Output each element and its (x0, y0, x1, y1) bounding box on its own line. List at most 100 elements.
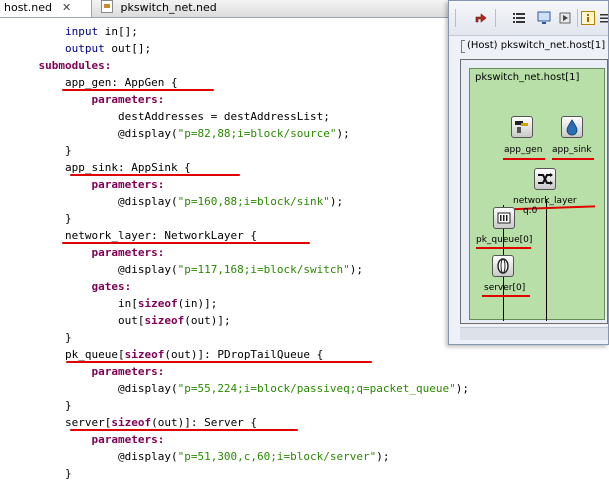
code-token: "p=117,168;i=block/switch" (177, 263, 350, 276)
close-icon[interactable]: ✕ (62, 1, 72, 14)
menu-icon[interactable] (597, 10, 608, 26)
annotation-underline (70, 174, 240, 176)
code-token: input (64, 25, 99, 38)
compound-module-host[interactable]: pkswitch_net.host[1] app_gen app_sink ne… (469, 68, 605, 321)
code-token: sizeof (124, 348, 165, 361)
code-token: "p=55,224;i=block/passiveq;q=packet_queu… (177, 382, 456, 395)
code-line: @display("p=55,224;i=block/passiveq;q=pa… (12, 380, 469, 397)
code-line: gates: (12, 278, 131, 295)
code-token: parameters: (91, 365, 165, 378)
tab-pkswitch-net-ned[interactable]: pkswitch_net.ned (97, 0, 237, 17)
code-token: parameters: (91, 246, 165, 259)
code-token: (out)]; (184, 314, 231, 327)
code-token: network_layer: NetworkLayer { (12, 229, 258, 242)
monitor-icon[interactable] (536, 10, 552, 26)
annotation-underline (503, 158, 545, 160)
annotation-underline (62, 242, 310, 244)
toolbar-separator (495, 9, 496, 27)
code-line: } (12, 465, 72, 482)
code-token: @display( (12, 195, 178, 208)
breadcrumb[interactable]: (Host) pkswitch_net.host[1] (467, 40, 606, 51)
code-token: (out)]: Server { (151, 416, 258, 429)
code-line: parameters: (12, 91, 164, 108)
canvas-scrollbar[interactable] (460, 327, 608, 340)
code-token: submodules: (38, 59, 112, 72)
annotation-underline (66, 361, 372, 363)
code-token: } (12, 399, 72, 412)
module-canvas[interactable]: pkswitch_net.host[1] app_gen app_sink ne… (460, 59, 608, 324)
code-line: @display("p=160,88;i=block/sink"); (12, 193, 343, 210)
code-line: input in[]; (12, 23, 138, 40)
red-arrow-up-icon[interactable] (473, 10, 489, 26)
app-gen-label: app_gen (504, 145, 543, 155)
code-line: destAddresses = destAddressList; (12, 108, 330, 125)
code-token: sizeof (144, 314, 185, 327)
app-sink-node-icon[interactable] (561, 116, 583, 138)
code-token (12, 42, 65, 55)
code-token: sizeof (111, 416, 152, 429)
tab-label-pkswitch-net-ned: pkswitch_net.ned (120, 1, 217, 14)
code-token: ); (349, 263, 364, 276)
code-token (12, 25, 65, 38)
graphical-view-panel: (Host) pkswitch_net.host[1] pkswitch_net… (448, 0, 609, 345)
code-line: out[sizeof(out)]; (12, 312, 231, 329)
info-icon[interactable] (580, 10, 596, 26)
code-token (12, 246, 91, 259)
code-token (12, 178, 91, 191)
toolbar-separator (455, 9, 456, 27)
code-token: "p=160,88;i=block/sink" (177, 195, 330, 208)
code-line: server[sizeof(out)]: Server { (12, 414, 257, 431)
code-token: @display( (12, 450, 178, 463)
code-line: parameters: (12, 363, 164, 380)
code-line: } (12, 329, 72, 346)
annotation-underline (476, 247, 531, 249)
network-layer-node-icon[interactable] (534, 168, 556, 190)
code-line: submodules: (12, 57, 112, 74)
network-layer-label: network_layer (513, 196, 577, 206)
code-token: gates: (91, 280, 132, 293)
app-gen-node-icon[interactable] (511, 116, 533, 138)
list-icon[interactable] (511, 10, 527, 26)
toolbar-separator (577, 9, 578, 27)
code-line: } (12, 397, 72, 414)
tab-host-ned[interactable]: host.ned ✕ (0, 0, 92, 17)
code-token (12, 280, 91, 293)
code-line: in[sizeof(in)]; (12, 295, 217, 312)
code-token: out[]; (104, 42, 152, 55)
queue-indicator-label: q.0 (523, 206, 538, 216)
pk-queue-node-icon[interactable] (493, 207, 515, 229)
code-token: app_gen: AppGen { (12, 76, 178, 89)
code-line: } (12, 210, 72, 227)
code-token (12, 433, 91, 446)
code-line: parameters: (12, 176, 164, 193)
run-icon[interactable] (557, 10, 573, 26)
code-token: ); (455, 382, 469, 395)
code-token: @display( (12, 127, 178, 140)
code-line: parameters: (12, 431, 164, 448)
code-token: destAddresses = destAddressList; (12, 110, 330, 123)
breadcrumb-bracket (461, 40, 465, 53)
code-token: in[ (12, 297, 138, 310)
code-token: "p=51,300,c,60;i=block/server" (177, 450, 377, 463)
code-line: } (12, 142, 72, 159)
code-token (12, 93, 91, 106)
ned-source-editor[interactable]: input in[]; output out[]; submodules: ap… (0, 18, 609, 480)
code-line: network_layer: NetworkLayer { (12, 227, 257, 244)
code-token: sizeof (137, 297, 178, 310)
code-token: } (12, 467, 72, 480)
code-token: output (64, 42, 105, 55)
code-line: @display("p=51,300,c,60;i=block/server")… (12, 448, 390, 465)
annotation-underline (552, 158, 594, 160)
ned-file-icon (101, 0, 113, 13)
code-token (12, 365, 91, 378)
server-node-icon[interactable] (492, 255, 514, 277)
tab-label-host-ned: host.ned (4, 1, 52, 14)
code-token: ); (376, 450, 390, 463)
code-token: out[ (12, 314, 145, 327)
code-line: parameters: (12, 244, 164, 261)
code-token: app_sink: AppSink { (12, 161, 191, 174)
code-token (12, 59, 39, 72)
connection-line (546, 199, 547, 321)
code-token: in[]; (98, 25, 138, 38)
code-token: (out)]: PDropTailQueue { (164, 348, 324, 361)
